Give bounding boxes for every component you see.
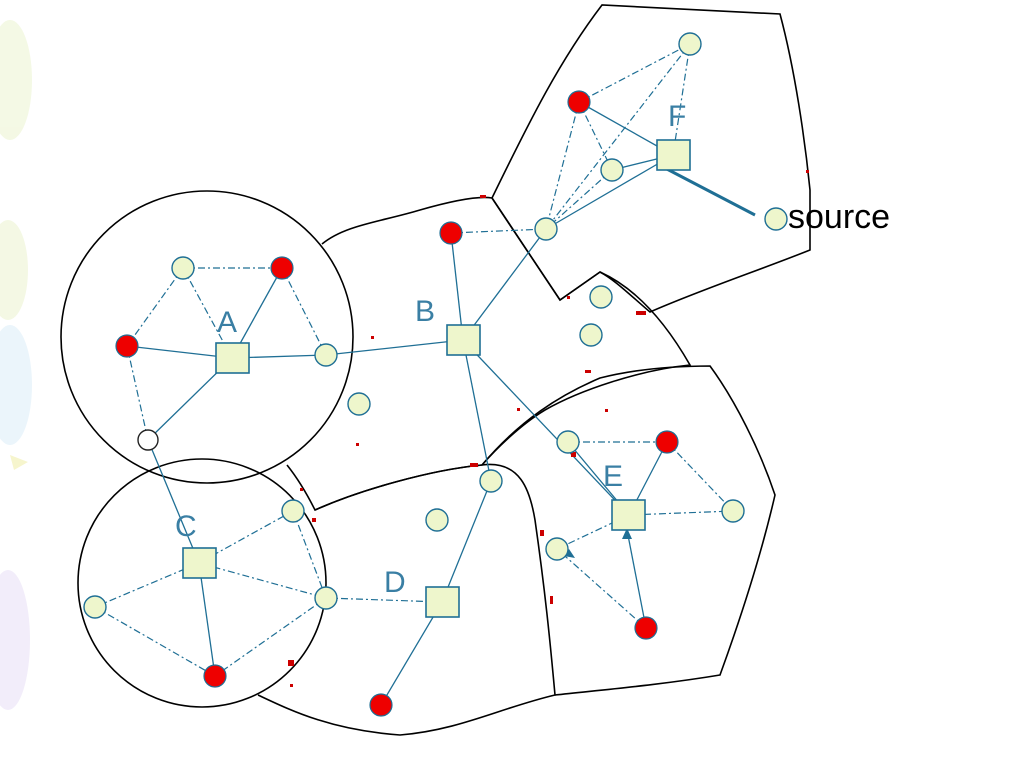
region-label-d: D: [384, 566, 406, 599]
link: [441, 480, 492, 603]
link: [662, 165, 756, 217]
dashed-link: [126, 345, 149, 441]
region-b-boundary: [286, 196, 692, 512]
active-node: [634, 616, 658, 640]
solid-links: [126, 101, 674, 706]
sensor-node: [425, 508, 449, 532]
link: [450, 232, 464, 341]
active-node: [567, 90, 591, 114]
dashed-link: [666, 441, 734, 512]
sensor-node: [556, 430, 580, 454]
sensor-node: [579, 323, 603, 347]
link: [147, 439, 200, 564]
dashed-link: [198, 562, 327, 599]
sensor-node: [721, 499, 745, 523]
cluster-heads: [182, 139, 691, 618]
dashed-link: [628, 510, 734, 516]
sensor-node: [534, 217, 558, 241]
link: [626, 529, 647, 629]
sensor-node: [314, 343, 338, 367]
region-label-e: E: [603, 460, 624, 493]
active-node: [439, 221, 463, 245]
sensor-node: [83, 595, 107, 619]
link: [545, 154, 674, 230]
sensor-nodes: [83, 32, 788, 619]
region-a-boundary: [60, 190, 354, 484]
dashed-link: [126, 267, 184, 347]
region-e-boundary: [481, 365, 776, 696]
sensor-node: [281, 499, 305, 523]
noise-specks: [288, 170, 809, 687]
link: [380, 601, 443, 706]
dashed-link: [281, 267, 327, 356]
region-c-boundary: [77, 458, 327, 708]
dashed-link: [545, 101, 580, 230]
dashed-link: [214, 597, 327, 677]
sensor-node: [314, 586, 338, 610]
dashed-link: [556, 514, 630, 550]
sensor-node: [479, 469, 503, 493]
region-label-f: F: [668, 100, 687, 133]
active-nodes: [115, 90, 679, 717]
active-node: [655, 430, 679, 454]
link: [126, 345, 233, 359]
source-label: source: [788, 198, 891, 236]
sensor-node: [171, 256, 195, 280]
link: [198, 562, 216, 677]
cluster-head-e: [611, 499, 646, 531]
sensor-node: [137, 429, 159, 451]
region-label-a: A: [217, 306, 238, 339]
source-link: [662, 165, 756, 217]
dashed-link: [94, 562, 200, 608]
dashed-link: [578, 101, 613, 171]
region-f-boundary: [491, 4, 811, 313]
dashed-link: [545, 43, 691, 230]
arrowhead-icon: [564, 549, 575, 558]
link: [325, 339, 464, 356]
left-edge-decorations: [0, 20, 32, 710]
link: [462, 339, 492, 482]
region-label-b: B: [415, 295, 436, 328]
region-label-c: C: [175, 510, 197, 543]
cluster-head-b: [446, 324, 481, 356]
sensor-node: [678, 32, 702, 56]
cluster-head-c: [182, 547, 217, 579]
dashed-link: [556, 548, 647, 629]
arrowhead-icon: [622, 528, 632, 539]
dashed-link: [292, 510, 327, 599]
cluster-head-a: [215, 342, 250, 374]
sensor-node: [545, 537, 569, 561]
active-node: [203, 664, 227, 688]
source-node: [764, 207, 788, 231]
active-node: [369, 693, 393, 717]
sensor-node: [347, 392, 371, 416]
link: [462, 339, 630, 516]
dashed-link: [325, 597, 443, 603]
active-node: [115, 334, 139, 358]
link: [462, 228, 547, 341]
active-node: [270, 256, 294, 280]
dashed-link: [94, 606, 216, 677]
dashed-link: [545, 169, 613, 230]
dashed-link: [578, 43, 691, 103]
cluster-head-f: [656, 139, 691, 171]
region-boundaries: [60, 4, 811, 736]
cluster-head-d: [425, 586, 460, 618]
sensor-node: [600, 158, 624, 182]
region-d-boundary: [257, 463, 556, 736]
dashed-link: [672, 43, 691, 156]
sensor-node: [589, 285, 613, 309]
dashed-link: [450, 228, 547, 234]
